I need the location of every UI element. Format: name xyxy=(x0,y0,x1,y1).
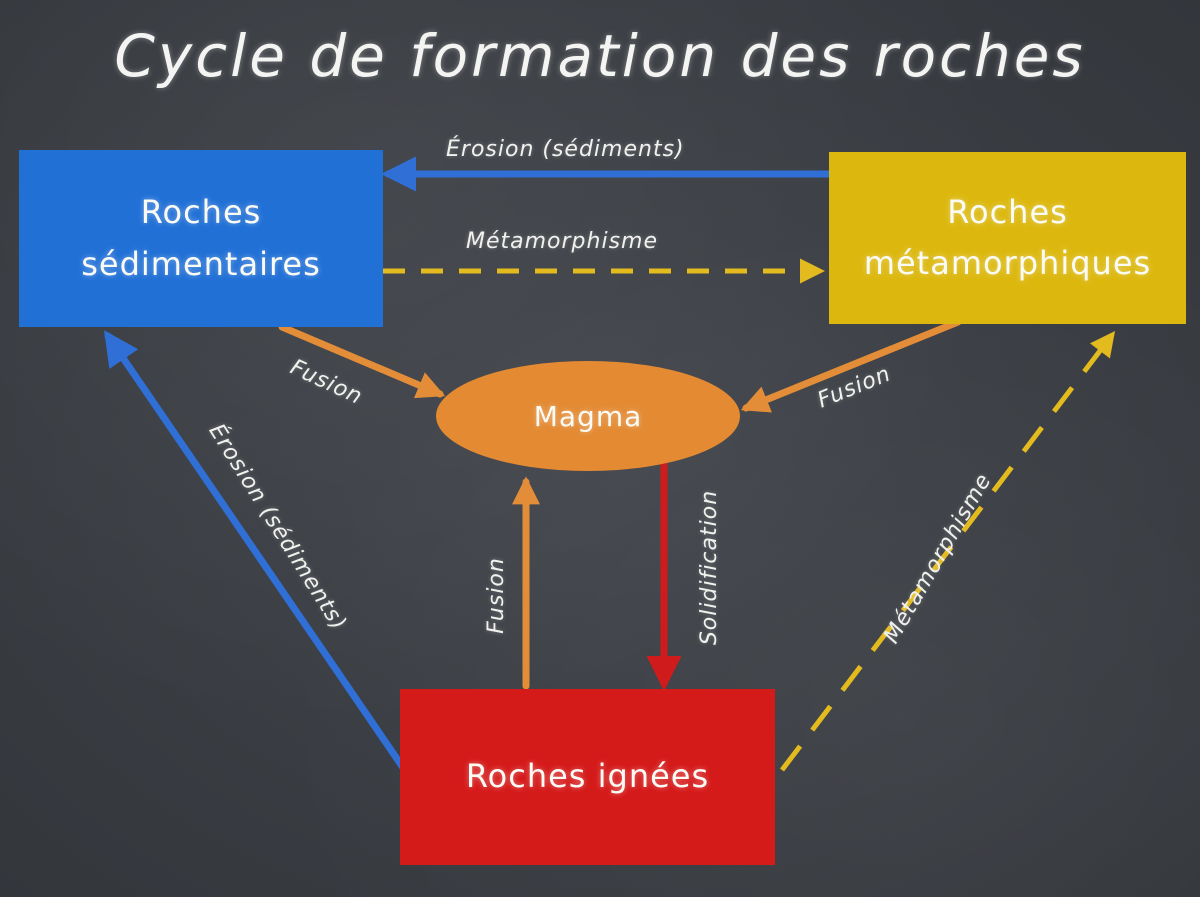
node-igneous-label: Roches ignées xyxy=(465,757,710,796)
page-title: Cycle de formation des roches xyxy=(114,22,1086,90)
arrow-metamorphism-right xyxy=(780,331,1116,772)
node-magma: Magma xyxy=(436,361,740,471)
label-solidification: Solidification xyxy=(697,489,723,646)
node-igneous-rocks: Roches ignées xyxy=(400,689,775,865)
node-metamorphic-line1: Roches xyxy=(947,192,1068,231)
arrow-fusion-sed xyxy=(278,323,446,399)
node-sedimentary-rocks: Roches sédimentaires xyxy=(19,150,383,327)
arrow-erosion-left xyxy=(104,330,410,776)
node-sedimentary-line2: sédimentaires xyxy=(81,244,321,283)
node-sedimentary-line1: Roches xyxy=(140,193,262,232)
node-metamorphic-line2: métamorphiques xyxy=(863,244,1152,282)
label-fusion-ign: Fusion xyxy=(483,557,509,634)
arrow-fusion-meta xyxy=(740,318,962,413)
label-metamorphism-top: Métamorphisme xyxy=(466,229,659,254)
label-erosion-top: Érosion (sédiments) xyxy=(446,137,685,162)
node-metamorphic-rocks: Roches métamorphiques xyxy=(829,152,1186,324)
node-magma-label: Magma xyxy=(533,399,643,433)
